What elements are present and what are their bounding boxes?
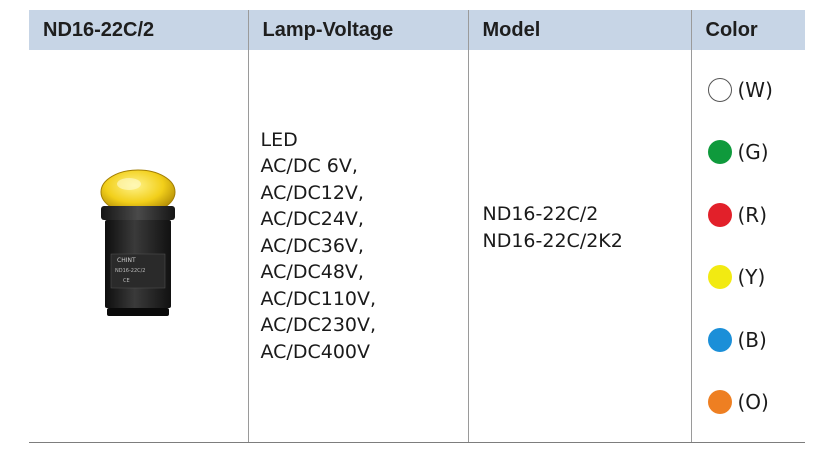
- voltage-item: AC/DC110V,: [260, 287, 377, 310]
- model-list: ND16-22C/2 ND16-22C/2K2: [469, 201, 691, 254]
- voltage-item: AC/DC12V,: [260, 181, 364, 204]
- header-model: Model: [468, 10, 692, 50]
- color-item-white: (W): [707, 58, 806, 121]
- header-lamp-voltage: Lamp-Voltage: [248, 10, 469, 50]
- color-label: (Y): [737, 265, 766, 289]
- color-item-blue: (B): [707, 308, 806, 371]
- white-dot-icon: [707, 77, 732, 102]
- model-item: ND16-22C/2K2: [482, 229, 623, 252]
- indicator-lamp-image: CHINT ND16-22C/2 CE: [100, 169, 176, 316]
- voltage-item: AC/DC400V: [260, 340, 371, 363]
- color-label: (R): [737, 202, 768, 227]
- brand-text: CHINT: [117, 257, 136, 264]
- ce-mark-text: CE: [123, 278, 130, 284]
- color-cell: (W) (G) (R) (Y): [691, 50, 806, 443]
- lamp-voltage-list: LED AC/DC 6V, AC/DC12V, AC/DC24V, AC/DC3…: [249, 127, 468, 366]
- color-item-orange: (O): [707, 371, 806, 434]
- color-item-yellow: (Y): [707, 246, 806, 309]
- color-label: (O): [737, 390, 769, 414]
- green-dot-icon: [707, 140, 732, 164]
- yellow-dot-icon: [707, 265, 732, 289]
- color-label: (G): [737, 140, 769, 164]
- color-label: (W): [737, 77, 773, 102]
- voltage-item: AC/DC24V,: [260, 208, 364, 230]
- spec-table: ND16-22C/2 Lamp-Voltage Model Color: [29, 10, 805, 443]
- orange-dot-icon: [707, 390, 732, 414]
- color-list: (W) (G) (R) (Y): [692, 58, 806, 433]
- red-dot-icon: [707, 202, 732, 227]
- color-item-red: (R): [707, 183, 806, 246]
- header-row: ND16-22C/2 Lamp-Voltage Model Color: [29, 10, 805, 50]
- product-photo-cell: CHINT ND16-22C/2 CE: [29, 50, 249, 443]
- voltage-item: AC/DC48V,: [260, 261, 364, 283]
- color-item-green: (G): [707, 121, 806, 184]
- header-series: ND16-22C/2: [29, 10, 249, 50]
- voltage-item: AC/DC230V,: [260, 314, 377, 336]
- model-cell: ND16-22C/2 ND16-22C/2K2: [468, 50, 692, 443]
- voltage-item: LED: [260, 128, 298, 151]
- blue-dot-icon: [707, 327, 732, 352]
- lamp-voltage-cell: LED AC/DC 6V, AC/DC12V, AC/DC24V, AC/DC3…: [248, 50, 469, 443]
- voltage-item: AC/DC36V,: [260, 234, 364, 257]
- voltage-item: AC/DC 6V,: [260, 155, 358, 177]
- table-row: CHINT ND16-22C/2 CE LED AC/DC 6V, AC/DC1…: [29, 50, 806, 443]
- model-item: ND16-22C/2: [482, 203, 599, 226]
- color-label: (B): [737, 327, 767, 352]
- model-text-on-body: ND16-22C/2: [115, 268, 145, 274]
- header-color: Color: [691, 10, 805, 50]
- product-photo: CHINT ND16-22C/2 CE: [93, 162, 183, 326]
